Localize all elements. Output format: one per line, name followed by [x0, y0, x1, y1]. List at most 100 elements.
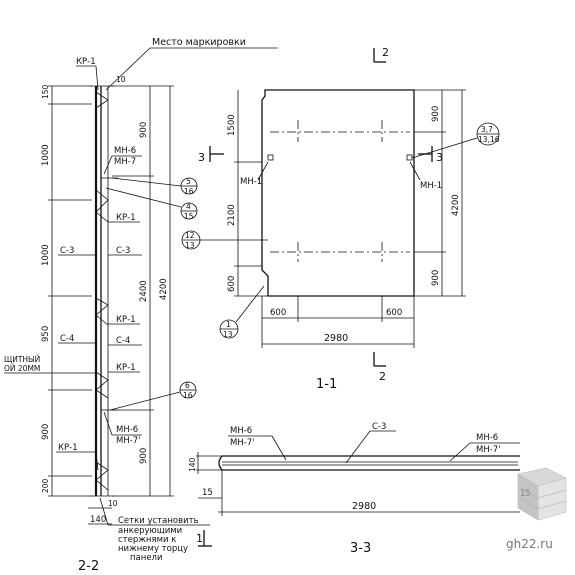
svg-text:6: 6	[185, 381, 190, 390]
dim-140-bottom: 140	[90, 515, 106, 525]
note-line-1: Сетки установить	[118, 516, 199, 526]
label-kr1-mid: КР-1	[116, 213, 136, 223]
label-mn7p-right-33: МН-7'	[476, 445, 501, 455]
dim-900-lower-right: 900	[139, 448, 149, 464]
section-1-1: 1500 2100 600 МН-1 900 900 4200 МН-1 600…	[198, 46, 466, 392]
svg-text:15: 15	[520, 489, 531, 499]
dim-140-33: 140	[188, 457, 197, 472]
dim-950: 950	[41, 326, 51, 342]
svg-text:12: 12	[185, 231, 195, 240]
label-c3-33: С-3	[372, 422, 386, 432]
label-shield: ЩИТНЫЙ	[4, 355, 40, 364]
label-mn6-top: МН-6	[114, 146, 136, 156]
dim-200: 200	[41, 478, 50, 493]
frame-zigzag	[95, 461, 109, 491]
dim-15-33: 15	[202, 488, 213, 498]
dim-1000-lower: 1000	[41, 244, 51, 266]
callout-6-16: 6 16	[109, 381, 197, 411]
section-3-3-title: 3-3	[350, 541, 371, 556]
slab-faces	[222, 455, 520, 471]
dim-2400: 2400	[139, 280, 149, 302]
section-2-2: 150 1000 1000 950 900 200 10 900 2400 90…	[4, 57, 210, 574]
dim-2980-33: 2980	[352, 501, 376, 512]
svg-text:4: 4	[186, 202, 191, 211]
section-mark-2-bottom: 2	[373, 352, 386, 383]
label-kr1-low: КР-1	[116, 315, 136, 325]
section-3-3: МН-6 МН-7' С-3 МН-6 МН-7' 140 15 2980 1 …	[188, 422, 520, 556]
note-line-2: анкерующими	[118, 526, 182, 536]
label-mn7p-bottom: МН-7'	[116, 436, 141, 446]
svg-text:3,7: 3,7	[481, 125, 493, 134]
section-2-2-title: 2-2	[78, 559, 99, 574]
note-line-5: панели	[130, 553, 163, 563]
site-logo: 15	[517, 467, 567, 521]
svg-text:13: 13	[185, 241, 195, 250]
dim-150: 150	[41, 84, 50, 99]
note-line-3: стержнями к	[118, 535, 176, 545]
note-line-4: нижнему торцу	[118, 544, 188, 554]
label-mn6-bottom: МН-6	[116, 425, 138, 435]
dim-2980-elevation: 2980	[324, 333, 348, 344]
label-mn1-right: МН-1	[420, 181, 442, 191]
section-mark-2-top: 2	[373, 46, 389, 63]
callout-3-7-13-16: 3,7 13,16	[411, 122, 500, 159]
frame-zigzag	[95, 297, 109, 326]
dim-600-left: 600	[270, 308, 286, 318]
dim-900-upper-right: 900	[139, 122, 149, 138]
marking-leader	[105, 47, 151, 91]
svg-text:3: 3	[436, 151, 443, 164]
dim-4200-left: 4200	[159, 278, 169, 300]
label-mn6-left-33: МН-6	[230, 426, 252, 436]
marking-place-label: Место маркировки	[152, 37, 246, 48]
label-c3-right: С-3	[116, 246, 130, 256]
svg-text:13: 13	[223, 330, 233, 339]
site-logo-text: gh22.ru	[506, 537, 553, 551]
label-mn6-right-33: МН-6	[476, 433, 498, 443]
label-mn1-left: МН-1	[240, 177, 262, 187]
loop-right	[406, 154, 413, 161]
label-shield-2: ОЙ 20ММ	[4, 364, 40, 373]
label-kr1-bottom-left: КР-1	[58, 443, 78, 453]
section-mark-3-left: 3	[198, 146, 224, 164]
dim-1500: 1500	[227, 114, 237, 136]
frame-zigzag	[95, 91, 109, 109]
dim-600-right: 600	[386, 308, 402, 318]
callout-12-13: 12 13	[181, 230, 268, 250]
dim-900-right-upper: 900	[431, 106, 441, 122]
panel-outline	[261, 89, 415, 297]
label-kr1-bottom-right: КР-1	[116, 363, 136, 373]
svg-text:3: 3	[198, 151, 205, 164]
loop-left	[267, 154, 274, 161]
svg-text:2: 2	[379, 370, 386, 383]
label-c4-left: С-4	[60, 334, 74, 344]
label-mn7p-left-33: МН-7'	[230, 438, 255, 448]
label-mn7-top: МН-7	[114, 157, 136, 167]
slab-end-left	[218, 455, 223, 471]
svg-text:16: 16	[183, 391, 193, 400]
dim-2100: 2100	[227, 204, 237, 226]
svg-text:1: 1	[226, 320, 231, 329]
callout-1-13: 1 13	[219, 285, 265, 339]
frame-zigzag	[95, 189, 109, 223]
svg-text:15: 15	[184, 212, 194, 221]
section-mark-3-right: 3	[418, 146, 443, 164]
dim-4200-right: 4200	[451, 194, 461, 216]
dim-10-bottom: 10	[108, 499, 118, 508]
label-kr1-top: КР-1	[76, 57, 96, 67]
svg-text:16: 16	[184, 187, 194, 196]
label-c4-right: С-4	[116, 336, 130, 346]
label-c3-left: С-3	[60, 246, 74, 256]
svg-text:1: 1	[196, 532, 203, 545]
svg-text:13,16: 13,16	[478, 135, 500, 144]
frame-zigzag	[95, 371, 109, 399]
svg-text:5: 5	[186, 177, 191, 186]
dim-1000-upper: 1000	[41, 144, 51, 166]
dim-900-right-lower: 900	[431, 270, 441, 286]
dim-600-vertical: 600	[227, 276, 237, 292]
svg-text:2: 2	[382, 46, 389, 59]
callout-5-16: 5 16	[111, 177, 198, 196]
dim-900-left: 900	[41, 424, 51, 440]
callout-4-15: 4 15	[105, 187, 198, 221]
dim-10-top: 10	[116, 75, 126, 84]
